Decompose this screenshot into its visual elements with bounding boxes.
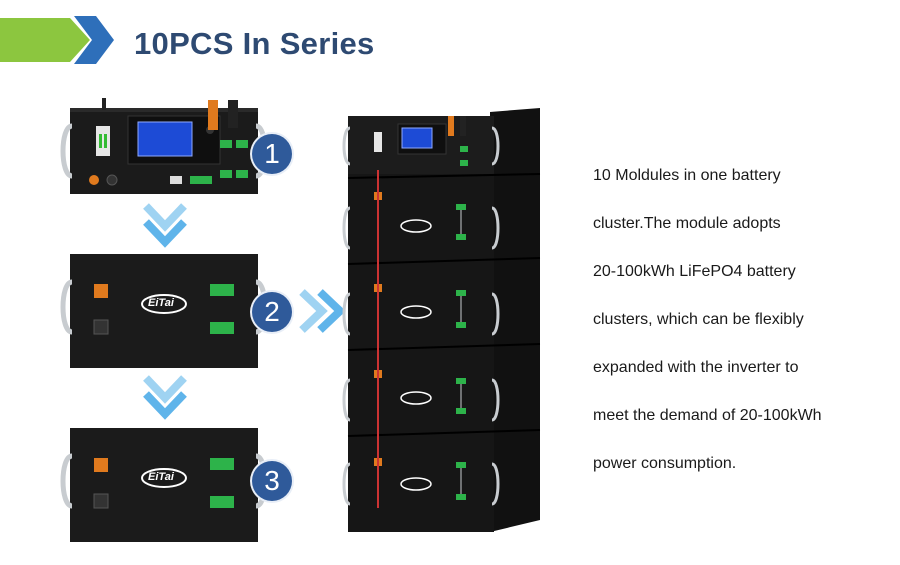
- description-line: 10 Moldules in one battery: [593, 167, 781, 184]
- down-arrow-icon: [143, 203, 187, 248]
- down-arrow-icon: [143, 375, 187, 420]
- description-line: power consumption.: [593, 455, 737, 472]
- description-line: expanded with the inverter to: [593, 359, 799, 376]
- banner-arrow-icon: [74, 16, 114, 64]
- eitai-logo: EiTai: [148, 297, 174, 309]
- header-banner: [0, 16, 114, 64]
- description-line: meet the demand of 20-100kWh: [593, 407, 822, 424]
- description-line: clusters, which can be flexibly: [593, 311, 804, 328]
- step-badge-1: 1: [252, 134, 292, 174]
- description-text: 10 Moldules in one battery cluster.The m…: [593, 152, 883, 488]
- eitai-logo: EiTai: [148, 471, 174, 483]
- battery-module-3-image: [60, 428, 268, 542]
- step-badge-3: 3: [252, 461, 292, 501]
- banner-green-block: [0, 18, 90, 62]
- description-line: cluster.The module adopts: [593, 215, 781, 232]
- page-title: 10PCS In Series: [134, 26, 375, 61]
- battery-stack-image: [342, 108, 541, 532]
- description-line: 20-100kWh LiFePO4 battery: [593, 263, 796, 280]
- step-badge-2: 2: [252, 292, 292, 332]
- battery-module-2-image: [60, 254, 268, 368]
- right-arrow-icon: [299, 289, 346, 333]
- control-module-image: [60, 98, 268, 194]
